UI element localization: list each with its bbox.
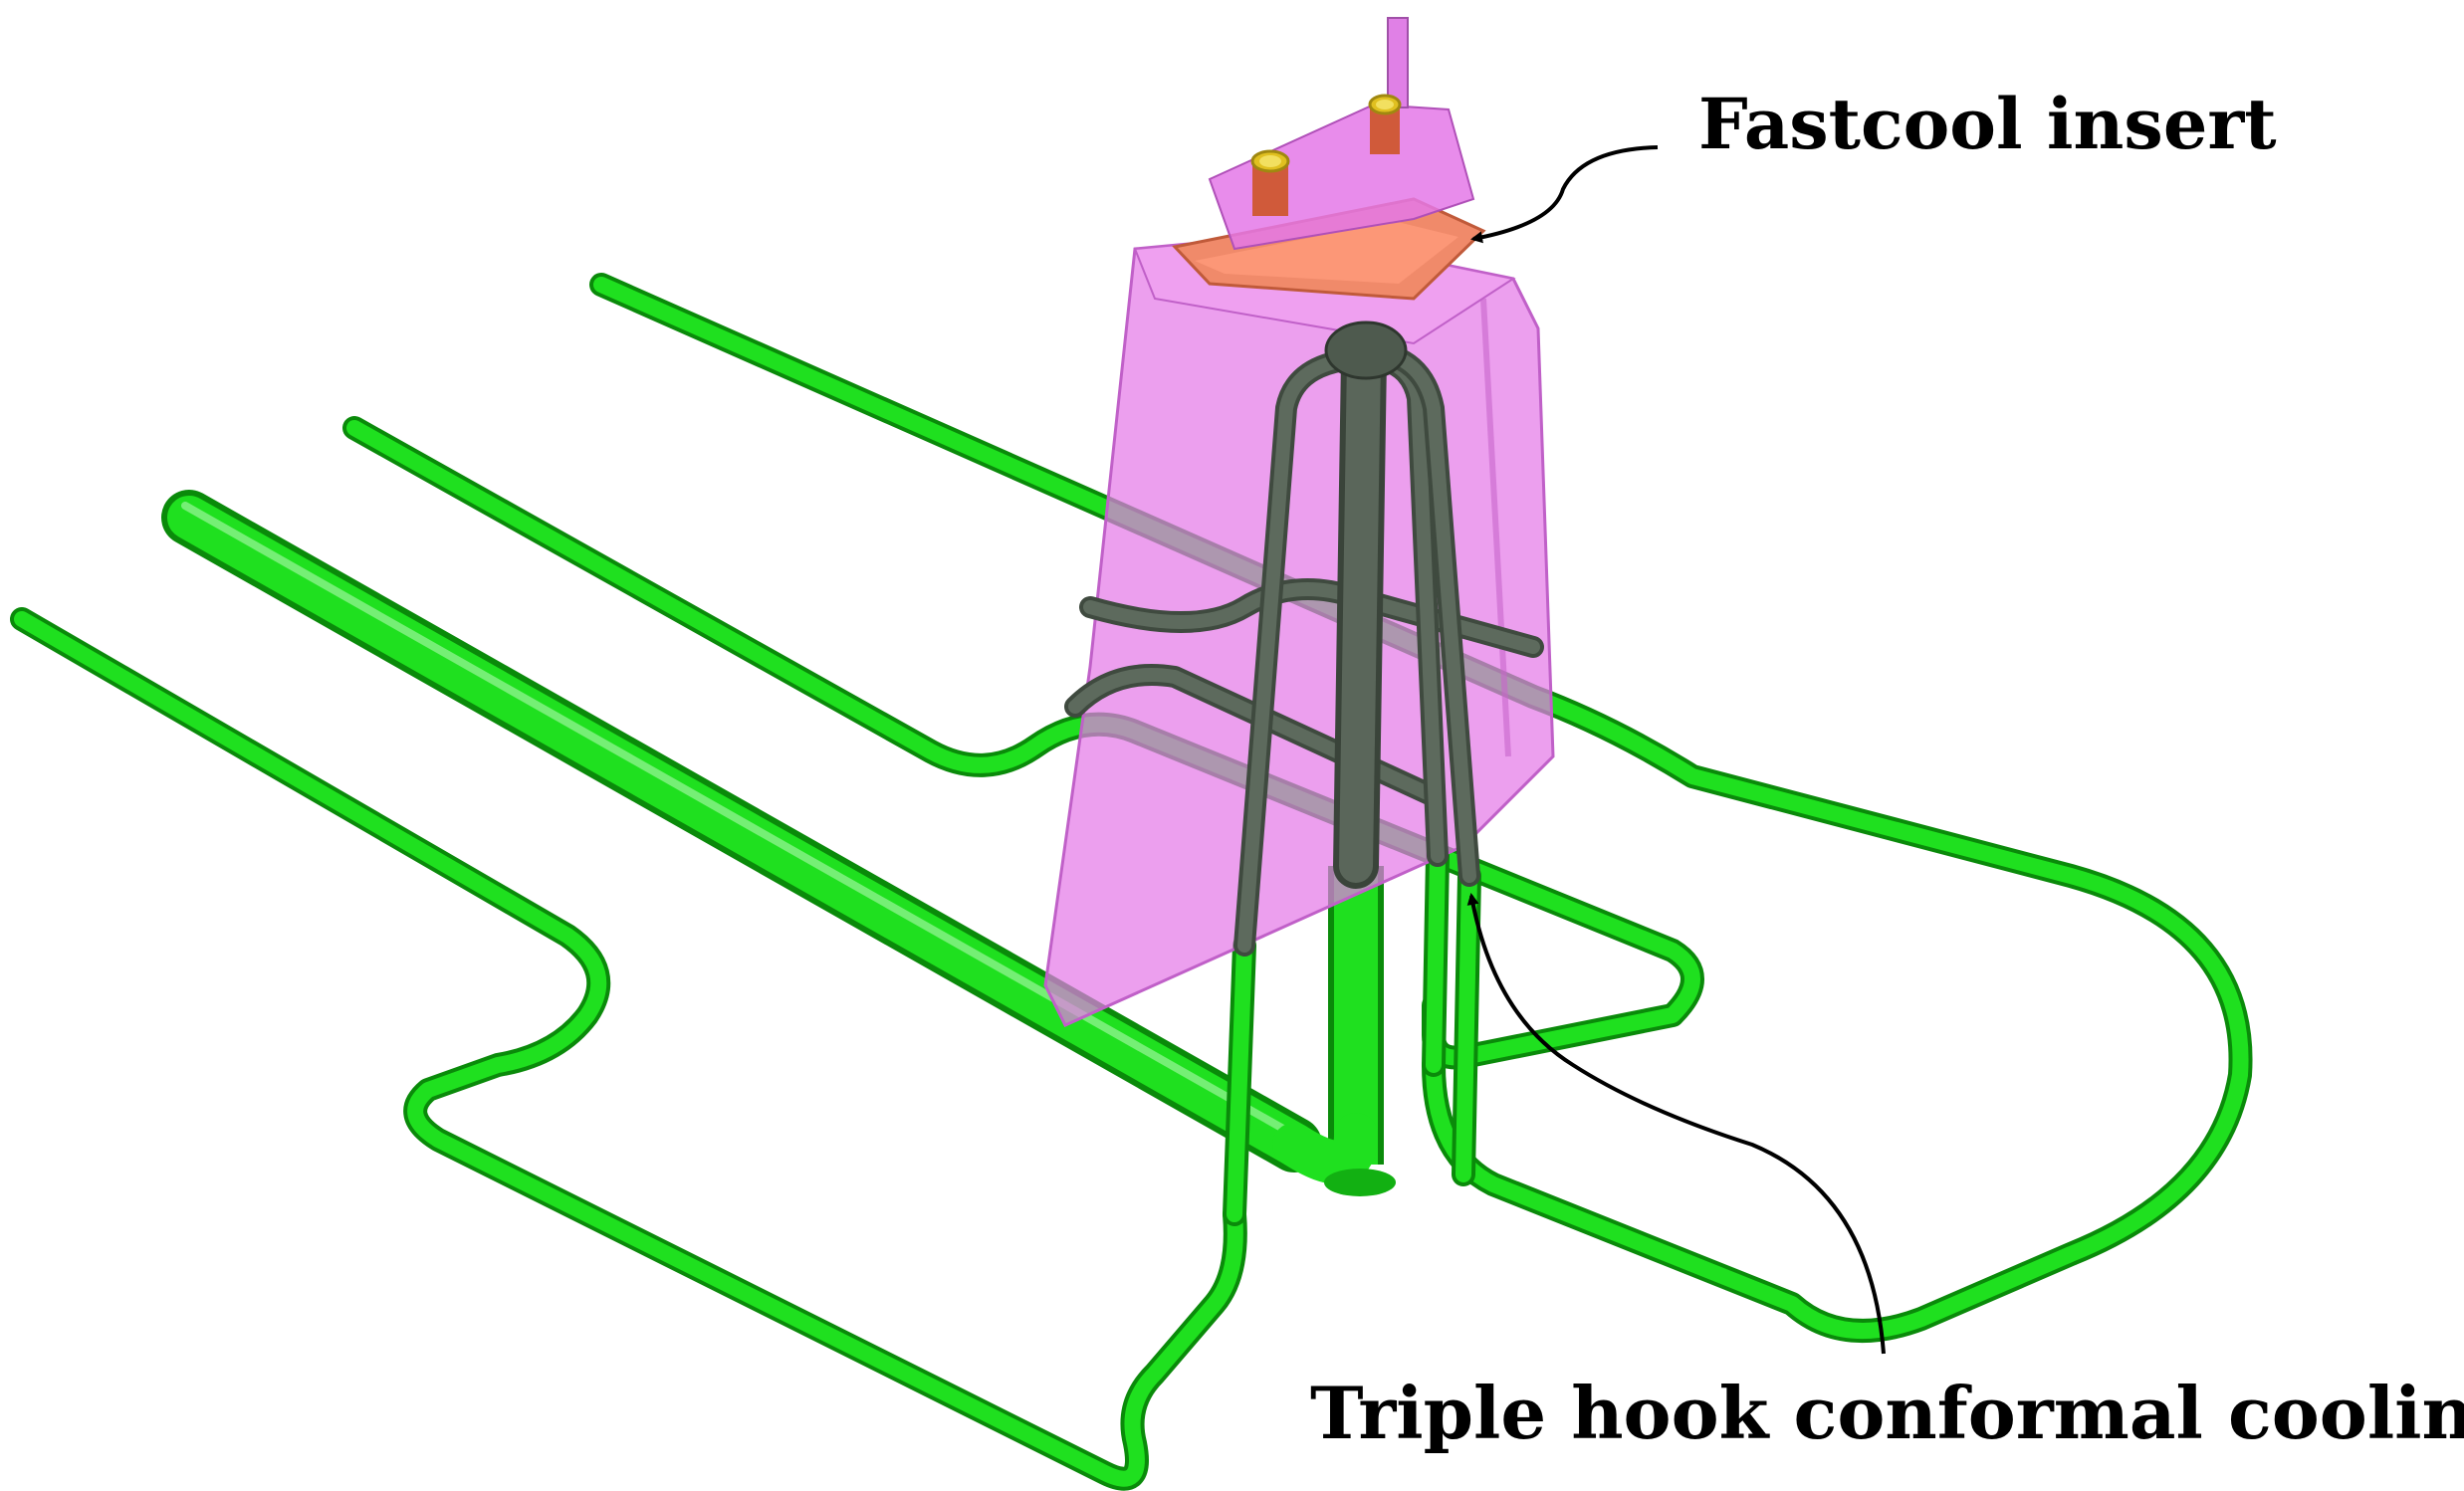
leader-lines — [1466, 145, 1886, 1355]
leader-cooling — [1466, 893, 1886, 1355]
main-inlet-pipe — [161, 490, 1396, 1196]
hook-legs-lower — [1223, 844, 1481, 1226]
insert-port-right — [1368, 94, 1402, 154]
hook-junction-cap — [1324, 320, 1408, 380]
triple-hook-cooling-label: Triple hook conformal cooling — [1310, 1371, 2464, 1455]
leader-insert — [1470, 145, 1659, 244]
insert-port-left — [1250, 149, 1290, 216]
fastcool-insert-label: Fastcool insert — [1698, 83, 2277, 165]
